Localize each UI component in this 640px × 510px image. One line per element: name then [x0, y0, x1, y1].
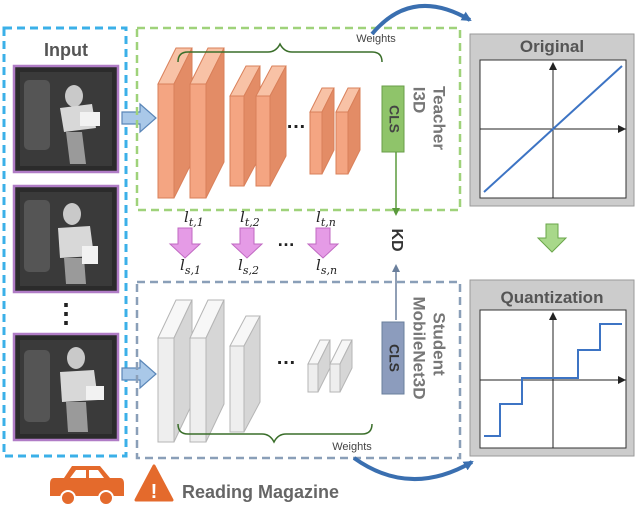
student-block-1 [157, 299, 193, 443]
loss-terms: lt,1 lt,2 lt,n … ls,1 ls,2 ls,n [168, 208, 340, 277]
quantization-panel: Quantization [469, 279, 635, 457]
input-border [2, 26, 128, 458]
loss-arrow-n [306, 227, 340, 259]
student-ellipsis: … [276, 347, 296, 369]
teacher-block-1 [157, 47, 193, 199]
teacher-block-4 [255, 65, 287, 187]
kd-connection: KD [388, 152, 405, 320]
car-icon [50, 466, 124, 506]
student-border [135, 280, 462, 460]
prediction-row: ! Reading Magazine [50, 464, 339, 506]
input-to-student-arrow [121, 358, 157, 390]
student-loss-2: ls,2 [238, 256, 259, 277]
input-ellipsis: ⋮ [53, 298, 79, 328]
teacher-model-label: I3D [410, 87, 429, 113]
teacher-cls-label: CLS [386, 105, 402, 133]
input-frame-2 [12, 184, 120, 294]
teacher-loss-2: lt,2 [240, 208, 260, 229]
teacher-block-6 [335, 87, 361, 175]
student-cls-box [381, 321, 405, 395]
input-title: Input [44, 40, 88, 60]
teacher-weights-label: Weights [356, 33, 396, 45]
original-linear-curve [483, 65, 623, 193]
original-panel: Original [469, 33, 635, 207]
student-panel: … CLS Weights Student MobileNet3D [135, 280, 462, 460]
input-frame-1 [12, 64, 120, 174]
warning-icon: ! [134, 464, 174, 503]
input-frame-3 [12, 332, 120, 442]
student-block-3 [229, 315, 261, 433]
original-to-quantization-arrow [536, 223, 568, 253]
teacher-panel: … CLS Weights Teacher I3D [135, 26, 462, 212]
teacher-loss-1: lt,1 [184, 208, 204, 229]
prediction-label: Reading Magazine [182, 482, 339, 502]
original-title: Original [520, 37, 584, 56]
student-label: Student [430, 312, 449, 376]
input-to-teacher-arrow [121, 102, 157, 134]
warning-glyph: ! [151, 481, 158, 503]
student-block-5 [329, 339, 353, 393]
teacher-border [135, 26, 462, 212]
teacher-weights-to-original-arrow [370, 4, 472, 36]
teacher-label: Teacher [430, 86, 449, 150]
teacher-block-2 [189, 47, 225, 199]
student-cls-label: CLS [386, 344, 402, 372]
student-weights-to-quantization-arrow [352, 456, 474, 481]
loss-arrow-2 [230, 227, 264, 259]
student-weights-brace [177, 423, 373, 444]
teacher-loss-n: lt,n [316, 208, 336, 229]
loss-ellipsis: … [277, 230, 295, 250]
input-panel: Input ⋮ [2, 26, 128, 458]
student-loss-1: ls,1 [180, 256, 201, 277]
teacher-cls-box [381, 85, 405, 153]
teacher-weights-brace [177, 42, 383, 63]
loss-arrow-1 [168, 227, 202, 259]
teacher-block-5 [309, 87, 335, 175]
student-model-label: MobileNet3D [410, 297, 429, 400]
student-block-2 [189, 299, 225, 443]
kd-label: KD [388, 228, 405, 251]
quantization-title: Quantization [501, 288, 604, 307]
quantization-step-curve [484, 323, 622, 437]
student-weights-label: Weights [332, 441, 372, 453]
student-block-4 [307, 339, 331, 393]
teacher-ellipsis: … [286, 111, 306, 133]
student-loss-n: ls,n [316, 256, 337, 277]
